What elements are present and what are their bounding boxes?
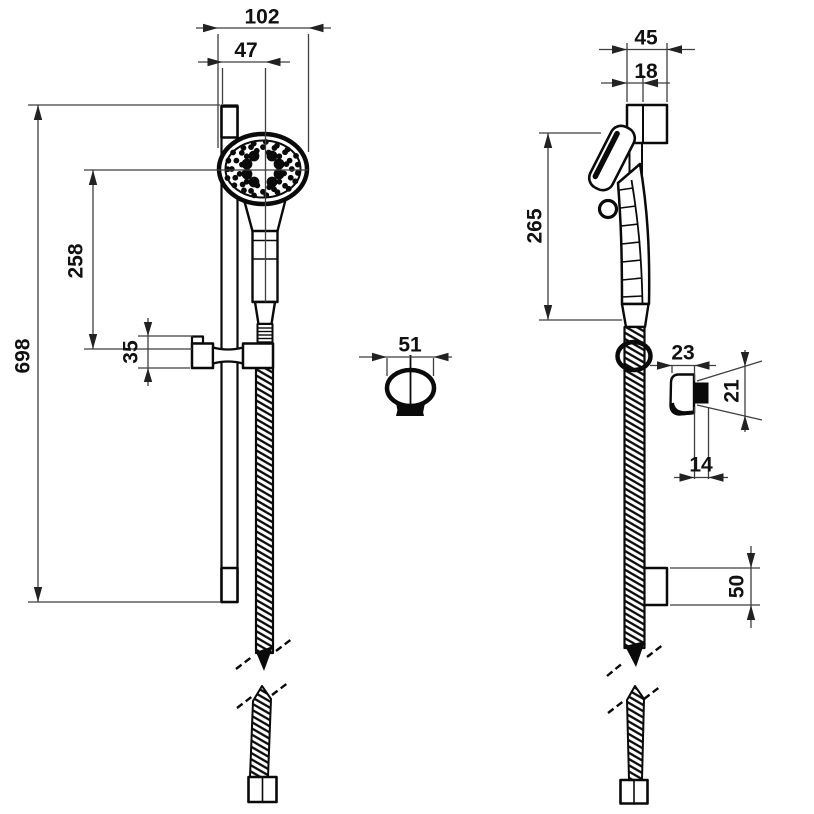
- handset-cone-side: [620, 302, 650, 329]
- hose-break-end: [256, 646, 273, 671]
- dim-label-14: 14: [689, 454, 713, 477]
- dim-holder-height: 35: [120, 318, 193, 386]
- dim-label-21: 21: [721, 379, 744, 403]
- front-view: [190, 104, 310, 804]
- shower-hose-upper: [254, 342, 275, 655]
- dim-holder-depth: 23: [650, 342, 716, 381]
- hanging-loop: [597, 198, 619, 220]
- dim-label-47: 47: [234, 39, 257, 62]
- slider-holder: [190, 335, 275, 370]
- handset-cone: [253, 300, 277, 326]
- dim-handset-length: 265: [524, 132, 622, 321]
- dim-knob-tip-width: 14: [674, 407, 728, 482]
- shower-hose-lower: [249, 685, 272, 778]
- holder-knob-side: [669, 373, 709, 416]
- hose-break-end-side: [625, 641, 645, 667]
- dim-label-258: 258: [65, 243, 88, 278]
- dim-label-50: 50: [726, 575, 749, 598]
- head-face-edge: [592, 130, 620, 180]
- knob-tip: [694, 382, 709, 404]
- dim-knob-height: 21: [696, 350, 763, 432]
- section-base: [396, 403, 425, 416]
- dim-head-offset: 47: [198, 39, 290, 302]
- dim-bracket-depth: 45: [599, 27, 695, 102]
- hose-break-marks-side: [606, 643, 665, 714]
- dim-head-diameter: 102: [196, 6, 331, 152]
- dim-label-265: 265: [524, 208, 547, 243]
- grip-rungs: [619, 187, 643, 298]
- top-wall-bracket: [220, 105, 239, 139]
- holder-left-block: [190, 342, 215, 370]
- dim-label-102: 102: [244, 6, 279, 29]
- dim-label-23: 23: [671, 342, 694, 365]
- shower-hose-upper-side: [623, 325, 646, 650]
- dim-label-51: 51: [398, 334, 422, 357]
- spray-nozzles: [224, 139, 301, 199]
- shower-hose-lower-side: [626, 685, 645, 781]
- holder-collar: [211, 346, 245, 365]
- bottom-wall-bracket-side: [640, 566, 669, 607]
- bottom-wall-bracket: [220, 566, 239, 604]
- hose-ring: [615, 339, 653, 373]
- dim-label-18: 18: [634, 60, 658, 83]
- grip-inner-line: [630, 179, 644, 305]
- hose-break-marks: [235, 637, 294, 709]
- bar-section-view: [384, 355, 437, 416]
- dim-bar-depth: 18: [601, 60, 670, 102]
- dim-bottom-bracket-height: 50: [670, 546, 760, 628]
- hose-nut: [256, 323, 274, 345]
- side-view: [587, 103, 709, 805]
- handset-head-side: [587, 124, 637, 192]
- dim-bar-width: 51: [359, 334, 452, 376]
- knob-heavy-edge: [670, 402, 694, 416]
- dim-label-698: 698: [12, 338, 35, 373]
- dim-head-to-holder: 258: [65, 169, 308, 350]
- dim-bar-length: 698: [12, 104, 220, 603]
- dim-label-45: 45: [634, 27, 658, 50]
- holder-cradle: [241, 342, 275, 370]
- dim-label-35: 35: [120, 340, 143, 364]
- dimensions: 102 47 698 258: [12, 6, 763, 628]
